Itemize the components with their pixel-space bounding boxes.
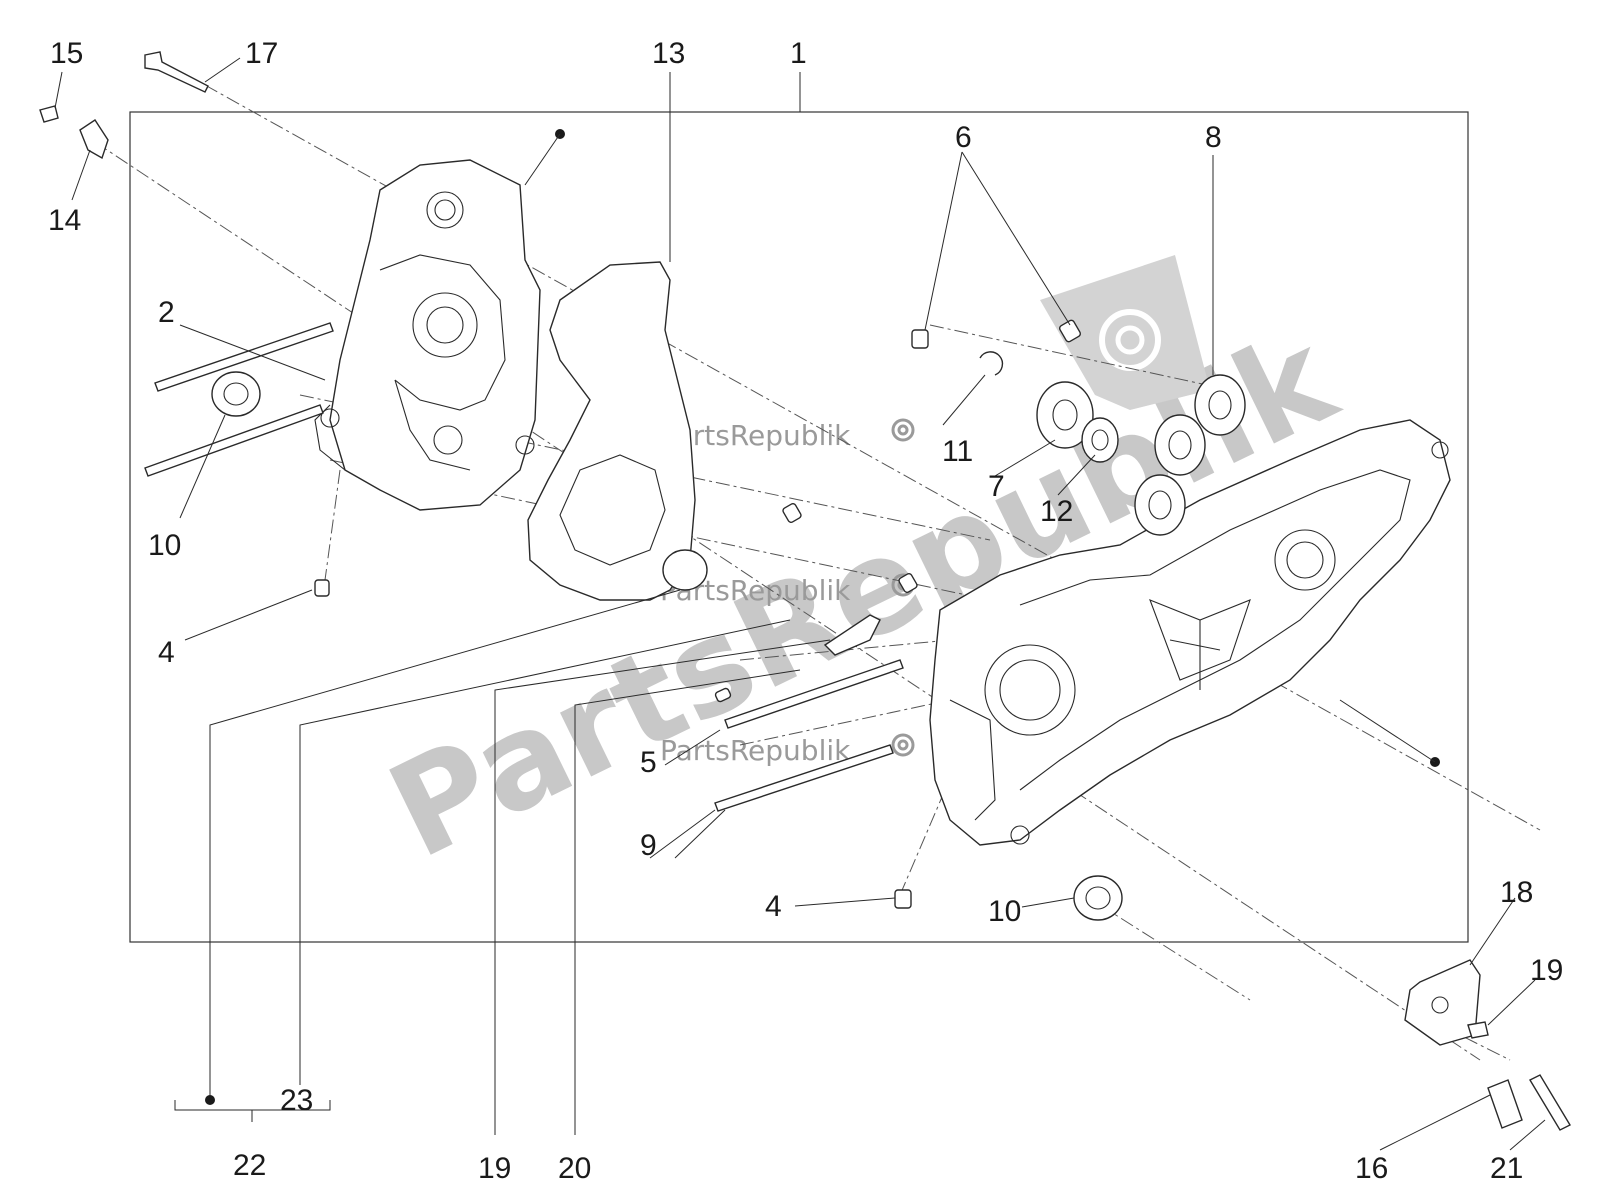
callout-15: 15 [50,37,83,70]
leader-lines [54,57,1546,1151]
callout-16: 16 [1355,1152,1388,1185]
callout-labels: 1 2 4 4 5 6 7 8 9 10 10 11 12 13 14 15 1… [48,37,1563,1185]
callout-17: 17 [245,37,278,70]
callout-2: 2 [158,296,175,329]
dot-marker [205,1095,215,1105]
watermark-small-3: PartsRepublik [660,734,851,767]
gasket [527,72,696,601]
bearings [1036,374,1246,536]
pins [314,319,1082,909]
callout-20: 20 [558,1152,591,1185]
callout-22: 22 [233,1149,266,1182]
callout-1: 1 [790,37,807,70]
callout-9: 9 [640,829,657,862]
studs-left [144,322,334,477]
callout-14: 14 [48,204,81,237]
callout-11: 11 [942,435,973,468]
callout-18: 18 [1500,876,1533,909]
callout-19b: 19 [478,1152,511,1185]
assembly-frame [129,111,1469,943]
fasteners-top-left [39,51,209,160]
callout-7: 7 [988,470,1005,503]
filter-holder [662,549,881,656]
callout-19a: 19 [1530,954,1563,987]
callout-12: 12 [1040,495,1073,528]
left-crankcase-half [314,129,565,511]
circlip [979,351,1004,376]
callout-10b: 10 [988,895,1021,928]
callout-8: 8 [1205,121,1222,154]
callout-23: 23 [280,1084,313,1117]
silent-block-right [1073,875,1123,921]
callout-4b: 4 [765,890,782,923]
callout-21: 21 [1490,1152,1523,1185]
callout-4a: 4 [158,636,175,669]
callout-6: 6 [955,121,972,154]
studs-9 [714,659,904,812]
fasteners-bottom-right [1404,959,1571,1131]
right-crankcase-half [929,419,1451,846]
callout-5: 5 [640,746,657,779]
callout-13: 13 [652,37,685,70]
silent-block-left [179,371,261,519]
callout-10a: 10 [148,529,181,562]
